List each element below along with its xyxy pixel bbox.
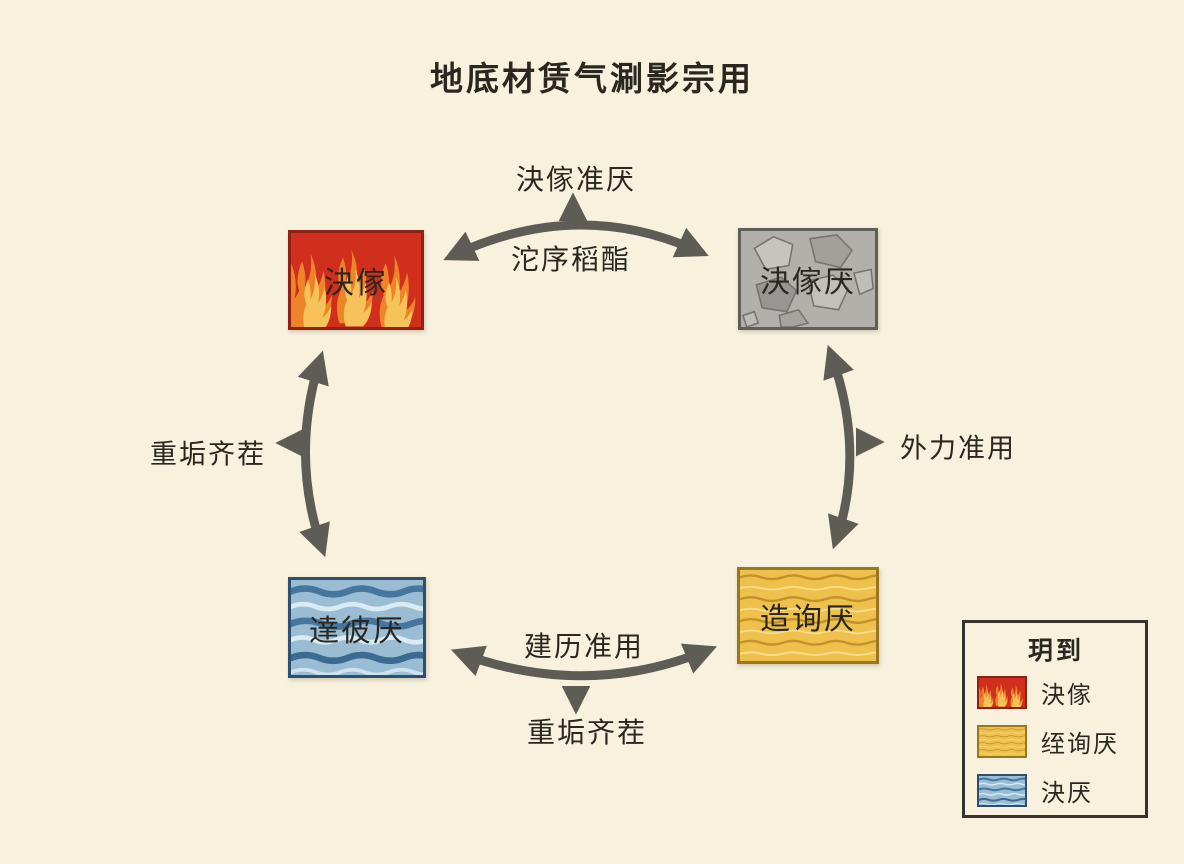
edge-label-bottom-outer: 重垢齐茬 — [526, 716, 648, 749]
texture-graphic — [979, 776, 1025, 805]
legend-item-rock: 決厌 — [977, 773, 1135, 808]
arc-right-double-arrow — [823, 344, 859, 550]
legend-item-magma: 決傢 — [977, 675, 1135, 710]
texture-graphic — [740, 570, 876, 661]
water-texture-icon — [977, 774, 1027, 807]
edge-label-left: 重垢齐茬 — [150, 439, 266, 471]
legend-label-sedimentary: 绖询厌 — [1041, 730, 1119, 758]
node-igneous-label: 決傢厌 — [760, 265, 856, 300]
legend: 玥到 決傢 绖询厌 決厌 — [962, 620, 1148, 818]
edge-label-bottom-inner: 建历准用 — [523, 630, 645, 663]
legend-label-rock: 決厌 — [1041, 779, 1093, 807]
node-igneous-rock: 決傢厌 — [738, 228, 878, 330]
node-magma-label: 決傢 — [324, 266, 388, 301]
texture-graphic — [291, 580, 423, 675]
texture-graphic — [291, 233, 421, 327]
legend-item-sedimentary: 绖询厌 — [977, 724, 1135, 759]
edge-label-top-inner: 沱序稻酯 — [510, 243, 632, 276]
sand-texture-icon — [977, 725, 1027, 758]
edge-label-right: 外力准用 — [900, 433, 1016, 465]
texture-graphic — [979, 727, 1025, 756]
edge-label-top-outer: 決傢准厌 — [515, 163, 637, 196]
node-magma: 決傢 — [288, 230, 424, 330]
texture-graphic — [741, 231, 875, 327]
node-sedimentary-label: 造询厌 — [760, 601, 856, 637]
legend-title: 玥到 — [1027, 636, 1084, 665]
node-metamorphic-label: 達彼厌 — [309, 613, 405, 649]
legend-label-magma: 決傢 — [1041, 681, 1093, 709]
node-metamorphic-rock: 達彼厌 — [288, 577, 426, 678]
arc-left-double-arrow — [297, 350, 330, 558]
texture-graphic — [979, 678, 1025, 707]
fire-texture-icon — [977, 676, 1027, 709]
diagram-title: 地底材赁气涮影宗用 — [430, 59, 754, 98]
node-sedimentary-rock: 造询厌 — [737, 567, 879, 664]
